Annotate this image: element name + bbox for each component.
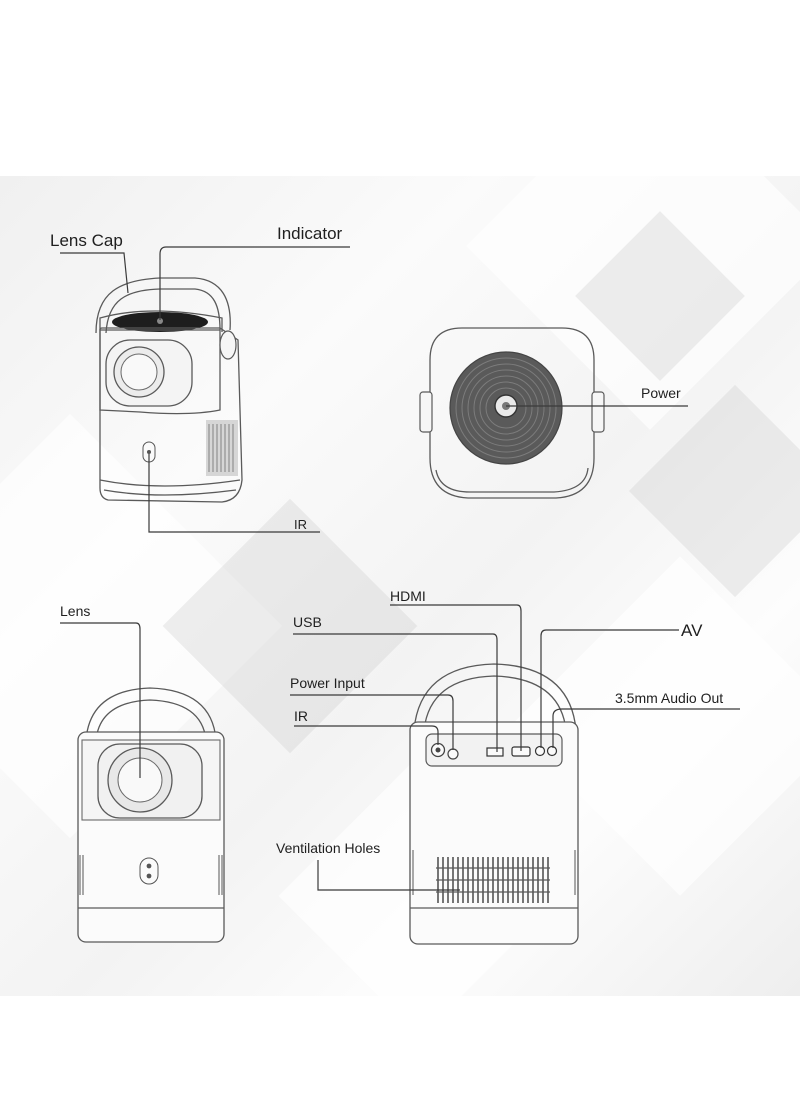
projector-back-view xyxy=(409,663,579,945)
audio-out-port xyxy=(546,745,558,757)
usb-port xyxy=(486,747,504,757)
indicator-label: Indicator xyxy=(277,224,343,243)
audio-out-label: 3.5mm Audio Out xyxy=(615,690,723,706)
power-input-label: Power Input xyxy=(290,675,365,691)
projector-angled-view xyxy=(95,277,243,503)
power-input-port xyxy=(447,748,459,760)
lens-label: Lens xyxy=(60,603,90,619)
ir-back-label: IR xyxy=(294,708,308,724)
ventilation-holes-label: Ventilation Holes xyxy=(276,840,380,856)
lens-cap-label: Lens Cap xyxy=(50,231,123,250)
ir-front-label: IR xyxy=(294,517,307,532)
av-port xyxy=(534,745,546,757)
side-grille xyxy=(206,420,238,476)
projector-top-view xyxy=(419,327,605,499)
hdmi-label: HDMI xyxy=(390,588,426,604)
av-label: AV xyxy=(681,621,703,640)
usb-label: USB xyxy=(293,614,322,630)
projector-front-view xyxy=(77,687,225,943)
power-label: Power xyxy=(641,385,681,401)
